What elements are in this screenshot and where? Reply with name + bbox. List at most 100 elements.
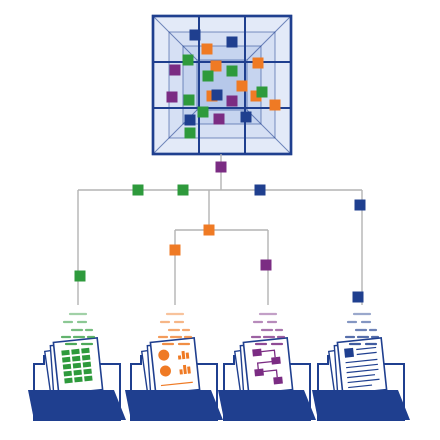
data-cell-purple xyxy=(226,95,238,107)
document-text-document xyxy=(336,336,388,396)
data-cell-orange xyxy=(236,80,248,92)
data-cell-navy xyxy=(189,29,201,41)
bar xyxy=(181,350,186,360)
folder-front xyxy=(28,390,126,420)
text-line xyxy=(356,351,377,356)
spreadsheet-cell xyxy=(84,375,93,382)
document-content xyxy=(61,347,93,384)
text-line xyxy=(346,368,379,374)
data-cell-orange xyxy=(269,99,281,111)
document-spreadsheet xyxy=(52,336,104,396)
text-line xyxy=(356,346,377,351)
pie-chart xyxy=(159,365,171,377)
spreadsheet-cell xyxy=(74,376,83,383)
scatter-dashes-text-document xyxy=(344,312,380,346)
data-packet-purple xyxy=(260,259,272,271)
scatter-dashes-charts xyxy=(157,312,193,346)
spreadsheet-cell xyxy=(83,368,92,375)
data-cell-orange xyxy=(250,90,262,102)
data-cell-green xyxy=(183,94,195,106)
bar xyxy=(187,366,191,374)
document-page xyxy=(149,336,201,396)
scatter-dashes-flowchart xyxy=(250,312,286,346)
data-cell-green xyxy=(256,86,268,98)
pie-chart xyxy=(158,349,170,361)
flow-node xyxy=(254,368,264,377)
data-cell-navy xyxy=(184,114,196,126)
folder-front xyxy=(312,390,410,420)
spreadsheet-cell xyxy=(61,349,70,356)
flow-link xyxy=(263,369,278,378)
flow-link xyxy=(261,349,276,358)
doc-image xyxy=(344,347,354,358)
document-content xyxy=(252,348,283,385)
spreadsheet-cell xyxy=(82,361,92,368)
connector-tree xyxy=(74,154,366,305)
flow-link xyxy=(256,360,272,370)
text-line xyxy=(160,381,193,387)
document-charts xyxy=(149,336,201,396)
data-packet-navy xyxy=(354,199,366,211)
spreadsheet-cell xyxy=(64,377,73,384)
data-packet-green xyxy=(177,184,189,196)
data-cell-green xyxy=(202,70,214,82)
data-packet-orange xyxy=(169,244,181,256)
data-cell-orange xyxy=(210,60,222,72)
data-cell-green xyxy=(226,65,238,77)
flow-node xyxy=(271,356,281,365)
document-flowchart xyxy=(242,336,294,396)
spreadsheet-cell xyxy=(62,356,71,363)
cube-frame xyxy=(151,14,293,156)
folder-front xyxy=(125,390,223,420)
spreadsheet-cell xyxy=(71,355,81,362)
data-packet-orange xyxy=(203,224,215,236)
data-packet-navy xyxy=(254,184,266,196)
data-packet-green xyxy=(74,270,86,282)
cube-edge xyxy=(152,15,198,61)
cube-edge xyxy=(246,15,292,61)
folder-flowchart xyxy=(218,336,316,421)
spreadsheet-cell xyxy=(71,348,80,355)
document-page xyxy=(242,336,294,396)
data-cell-navy xyxy=(226,36,238,48)
spreadsheet-cell xyxy=(63,370,72,377)
cube-edge xyxy=(246,109,292,155)
text-line xyxy=(347,374,376,379)
data-cell-purple xyxy=(166,91,178,103)
text-line xyxy=(346,363,378,369)
data-cell-green xyxy=(197,106,209,118)
data-cell-navy xyxy=(240,111,252,123)
text-line xyxy=(345,358,378,364)
text-line xyxy=(348,384,373,389)
spreadsheet-cell xyxy=(73,369,82,376)
bar xyxy=(182,364,187,375)
text-line xyxy=(347,378,380,384)
data-cell-purple xyxy=(213,113,225,125)
data-cell-navy xyxy=(211,89,223,101)
folder-text-document xyxy=(312,336,410,421)
data-cell-orange xyxy=(201,43,213,55)
document-content xyxy=(344,346,380,389)
data-cell-green xyxy=(182,54,194,66)
flow-node xyxy=(273,376,283,385)
scatter-dashes-spreadsheet xyxy=(60,312,96,346)
data-packet-purple xyxy=(215,161,227,173)
folder-charts xyxy=(125,336,223,421)
spreadsheet-cell xyxy=(81,354,91,361)
document-content xyxy=(158,349,193,387)
data-packet-navy xyxy=(352,291,364,303)
folder-front xyxy=(218,390,316,420)
spreadsheet-cell xyxy=(72,362,82,369)
data-cell-orange xyxy=(252,57,264,69)
data-cell-purple xyxy=(169,64,181,76)
folder-spreadsheet xyxy=(28,336,126,421)
data-cube xyxy=(151,14,293,156)
bar xyxy=(177,355,182,360)
bar xyxy=(179,369,183,375)
data-cell-green xyxy=(184,127,196,139)
spreadsheet-cell xyxy=(62,363,72,370)
bar xyxy=(185,352,190,359)
data-packet-green xyxy=(132,184,144,196)
